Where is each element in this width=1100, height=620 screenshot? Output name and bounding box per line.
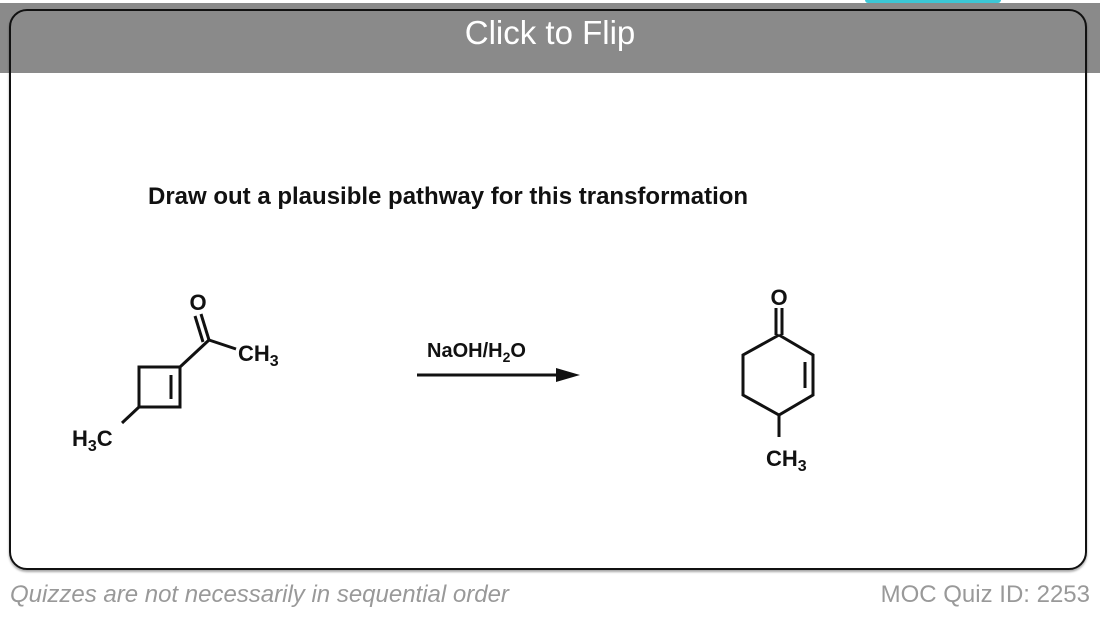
reaction-arrow: NaOH/H2O bbox=[417, 340, 580, 382]
click-to-flip-button[interactable]: Click to Flip bbox=[464, 14, 636, 51]
reactant-acetyl-methyl-label: CH3 bbox=[238, 341, 279, 370]
question-text: Draw out a plausible pathway for this tr… bbox=[148, 183, 749, 210]
product-oxygen-label: O bbox=[770, 285, 787, 310]
reactant-molecule: O CH3 H3C bbox=[72, 290, 279, 455]
quiz-id: MOC Quiz ID: 2253 bbox=[880, 581, 1090, 608]
arrow-head-icon bbox=[556, 368, 580, 382]
top-tab-accent bbox=[865, 0, 1001, 3]
reactant-oxygen-label: O bbox=[189, 290, 206, 315]
flashcard[interactable] bbox=[9, 9, 1087, 570]
product-methyl-label: CH3 bbox=[766, 446, 807, 475]
footer-note: Quizzes are not necessarily in sequentia… bbox=[10, 581, 509, 608]
flip-header-bar[interactable] bbox=[0, 3, 1100, 73]
reactant-ring-methyl-label: H3C bbox=[72, 426, 113, 455]
product-molecule: O CH3 bbox=[741, 285, 815, 475]
reagent-label: NaOH/H2O bbox=[427, 340, 526, 365]
